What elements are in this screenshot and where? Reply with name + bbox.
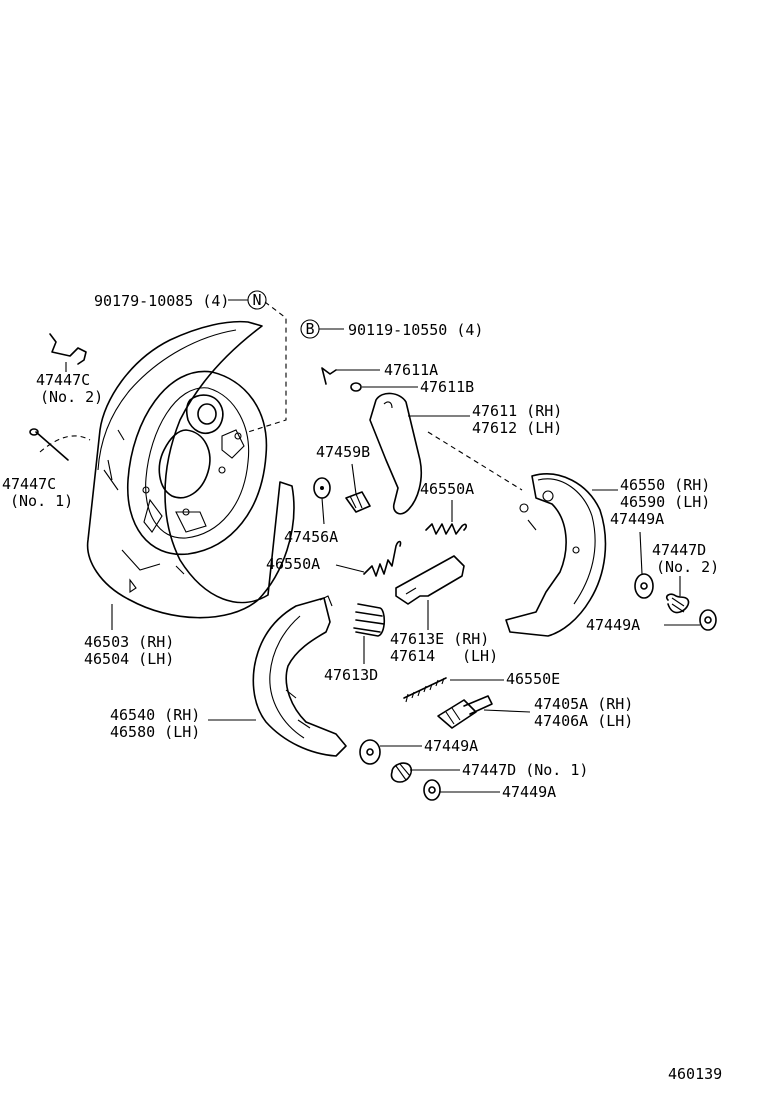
shoe-46540-drawing [252, 595, 347, 757]
label-47405a: 47405A (RH) [534, 695, 633, 713]
cup-47449a-right-drawing [699, 609, 717, 631]
label-47613e: 47613E (RH) [390, 630, 489, 648]
label-46550a-upper: 46550A [420, 480, 474, 498]
label-47447c-no2-sub: (No. 2) [40, 388, 103, 406]
cup-47449a-upper-drawing [634, 573, 654, 599]
clip-no2-drawing [49, 333, 87, 365]
symbol-n-callout: N [228, 290, 267, 310]
label-47611b: 47611B [420, 378, 474, 396]
washer-47611b-drawing [350, 382, 362, 392]
footer-code: 460139 [668, 1065, 722, 1083]
label-47612: 47612 (LH) [472, 419, 562, 437]
label-47459b: 47459B [316, 443, 370, 461]
label-46590: 46590 (LH) [620, 493, 710, 511]
spring-47447d-no1-drawing [390, 762, 413, 783]
dash-leader-90179 [247, 301, 287, 433]
label-46550a-lower: 46550A [266, 555, 320, 573]
label-46540: 46540 (RH) [110, 706, 200, 724]
leader-lines [65, 362, 700, 793]
label-47614: 47614 [390, 647, 435, 665]
label-47447d-no1: 47447D (No. 1) [462, 761, 588, 779]
clip-47611a-drawing [321, 367, 337, 385]
symbol-b-callout: B [300, 319, 344, 339]
strut-47613e-drawing [395, 555, 465, 605]
label-46550e: 46550E [506, 670, 560, 688]
label-47613d: 47613D [324, 666, 378, 684]
adjuster-47405a-drawing [437, 695, 493, 729]
label-47449a-upper: 47449A [610, 510, 664, 528]
pin-no1-drawing [29, 428, 69, 461]
cup-47449a-lower-drawing [359, 739, 381, 765]
shoe-46550-drawing [505, 473, 607, 637]
backing-plate-drawing [86, 320, 295, 619]
label-47447d-no2: 47447D [652, 541, 706, 559]
label-47614-lh: (LH) [462, 647, 498, 665]
label-46503: 46503 (RH) [84, 633, 174, 651]
label-47449a-bottom: 47449A [502, 783, 556, 801]
cup-47449a-bottom-drawing [423, 779, 441, 801]
label-47449a-lower: 47449A [424, 737, 478, 755]
label-47447c-no1-sub: (No. 1) [10, 492, 73, 510]
spring-47447d-no2-drawing [665, 593, 690, 614]
label-47449a-right: 47449A [586, 616, 640, 634]
symbol-b-text: B [305, 320, 314, 338]
lever-47611-drawing [369, 392, 423, 515]
spring-46550a-upper-drawing [425, 523, 467, 535]
label-90179: 90179-10085 (4) [94, 292, 229, 310]
pin-47459b-drawing [345, 491, 371, 513]
label-47611: 47611 (RH) [472, 402, 562, 420]
adjuster-screw-46550e-drawing [403, 677, 447, 703]
label-90119: 90119-10550 (4) [348, 321, 483, 339]
spring-46550a-lower-drawing [363, 540, 402, 577]
label-47447c-no2: 47447C [36, 371, 90, 389]
label-47447c-no1: 47447C [2, 475, 56, 493]
symbol-n-text: N [252, 291, 261, 309]
label-47406a: 47406A (LH) [534, 712, 633, 730]
dash-leader-clip [39, 435, 91, 453]
label-47447d-no2-sub: (No. 2) [656, 558, 719, 576]
dash-leader-shoe [427, 431, 523, 491]
label-46504: 46504 (LH) [84, 650, 174, 668]
part-labels: 90179-10085 (4) 90119-10550 (4) 47447C (… [2, 292, 722, 1083]
spring-47613d-drawing [353, 603, 386, 637]
label-47611a: 47611A [384, 361, 438, 379]
label-47456a: 47456A [284, 528, 338, 546]
washer-47456a-drawing [313, 477, 331, 499]
label-46550: 46550 (RH) [620, 476, 710, 494]
label-46580: 46580 (LH) [110, 723, 200, 741]
